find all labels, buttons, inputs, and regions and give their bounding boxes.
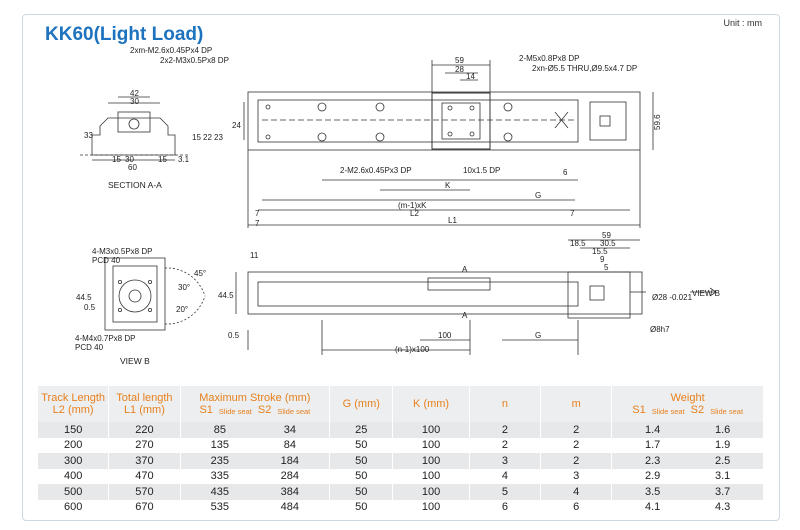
view-b-drawing — [104, 257, 206, 331]
dim-14: 14 — [466, 72, 475, 81]
label-tap-2xm: 2xm-M2.6x0.45Px4 DP — [130, 46, 212, 55]
page-title: KK60(Light Load) — [45, 24, 204, 45]
dim-28: 28 — [455, 65, 464, 74]
dim-30-5: 30.5 — [600, 239, 616, 248]
dim-20-deg: 20° — [176, 305, 188, 314]
label-tap-m3-pcd: 4-M3x0.5Px8 DP — [92, 247, 152, 256]
dim-59-top: 59 — [455, 56, 464, 65]
dim-60: 60 — [128, 163, 137, 172]
side-view-drawing — [235, 239, 717, 355]
dim-9: 9 — [600, 255, 605, 264]
dim-0-5-b: 0.5 — [228, 331, 240, 340]
dim-59-b: 59 — [602, 231, 611, 240]
technical-drawing: 2xm-M2.6x0.45Px4 DP 2x2-M3x0.5Px8 DP 2-M… — [75, 46, 720, 366]
label-tap-m5: 2-M5x0.8Px8 DP — [519, 54, 579, 63]
label-tap-2m26: 2-M2.6x0.45Px3 DP — [340, 166, 412, 175]
dim-7-b: 7 — [570, 209, 575, 218]
label-l2: L2 — [410, 209, 419, 218]
dim-59-6: 59.6 — [653, 114, 662, 130]
header-m: m — [540, 386, 613, 422]
label-view-b-arrow: VIEW B — [692, 289, 720, 298]
dim-42: 42 — [130, 89, 139, 98]
dim-5: 5 — [604, 263, 609, 272]
dim-d8h7: Ø8h7 — [650, 325, 670, 334]
label-section-a-a: SECTION A-A — [108, 180, 162, 190]
dim-3-1: 3.1 — [178, 155, 190, 164]
dim-0-5-a: 0.5 — [84, 303, 96, 312]
label-g-top: G — [535, 191, 541, 200]
dim-44-5-b: 44.5 — [218, 291, 234, 300]
label-tap-2x2: 2x2-M3x0.5Px8 DP — [160, 56, 229, 65]
label-tap-m4-pcd: 4-M4x0.7Px8 DP — [75, 334, 135, 343]
dim-15-5: 15.5 — [592, 247, 608, 256]
dim-44-5-a: 44.5 — [76, 293, 92, 302]
dim-7-c: 7 — [255, 219, 260, 228]
dim-24: 24 — [232, 121, 241, 130]
dim-30-deg: 30° — [178, 283, 190, 292]
top-view-drawing — [243, 60, 654, 228]
label-m-1-k: (m-1)xK — [398, 201, 427, 210]
dim-11: 11 — [250, 251, 259, 260]
header-n: n — [469, 386, 542, 422]
dim-15-b: 15 — [158, 155, 167, 164]
dim-7-a: 7 — [255, 209, 260, 218]
label-g-bottom: G — [535, 331, 541, 340]
dim-23: 23 — [214, 133, 223, 142]
label-view-b: VIEW B — [120, 356, 150, 366]
dim-d28: Ø28 -0.021 — [652, 293, 693, 302]
label-tap-10x: 10x1.5 DP — [463, 166, 500, 175]
dim-45-deg: 45° — [194, 269, 206, 278]
label-k: K — [445, 181, 451, 190]
header-k: K (mm) — [392, 386, 470, 422]
dim-6: 6 — [563, 168, 568, 177]
label-a-bottom: A — [462, 311, 468, 320]
label-l1: L1 — [448, 216, 457, 225]
label-pcd-2: PCD 40 — [75, 343, 104, 352]
header-g: G (mm) — [329, 386, 394, 422]
dim-18-5: 18.5 — [570, 239, 586, 248]
dim-30-a: 30 — [130, 97, 139, 106]
dim-33: 33 — [84, 131, 93, 140]
dim-15-c: 15 — [192, 133, 201, 142]
section-a-a-drawing — [80, 96, 190, 161]
label-n-1-100: (n-1)x100 — [395, 345, 430, 354]
dim-22: 22 — [203, 133, 212, 142]
label-d100: 100 — [438, 331, 452, 340]
label-pcd-1: PCD 40 — [92, 256, 121, 265]
label-a-top: A — [462, 265, 468, 274]
unit-label: Unit : mm — [723, 18, 762, 28]
label-tap-2xn: 2xn-Ø5.5 THRU,Ø9.5x4.7 DP — [532, 64, 637, 73]
dim-15-a: 15 — [112, 155, 121, 164]
dim-30-b: 30 — [125, 155, 134, 164]
